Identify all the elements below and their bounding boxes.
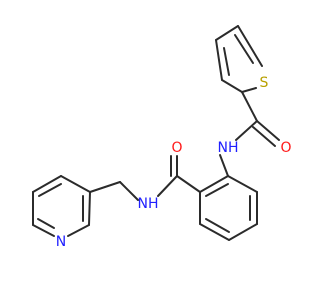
bond-chain	[157, 175, 178, 197]
bond-benzene-inner	[205, 218, 230, 233]
bond-chain	[119, 181, 139, 201]
carbonyl-oxygen-upper: O	[280, 140, 291, 156]
pyridine-nitrogen: N	[56, 234, 66, 250]
bond-thiophene-inner	[223, 47, 230, 76]
bond-pyridine	[67, 224, 90, 237]
bond-thiophene	[215, 39, 223, 81]
bond-thiophene	[241, 87, 257, 93]
bond-thiophene	[237, 25, 263, 67]
bond-pyridine	[32, 224, 55, 237]
bond-thiophene-inner	[234, 34, 254, 64]
bond-benzene-inner	[205, 183, 229, 197]
bond-pyridine	[32, 175, 62, 193]
sulfur-atom: S	[260, 75, 269, 91]
amide-nh-atom-upper: NH	[218, 140, 239, 156]
bond-carbonyl	[256, 120, 280, 141]
amide-nh-atom-lower: NH	[138, 196, 159, 212]
bond-benzene	[199, 175, 229, 193]
bond-benzene	[228, 223, 258, 241]
molecule-diagram: S NH O O NH N	[32, 25, 292, 250]
bond-pyridine-inner	[37, 218, 55, 229]
bond-thiophene	[221, 79, 243, 93]
bond-thiophene	[215, 25, 239, 41]
structure-canvas: S NH O O NH N	[32, 25, 292, 250]
bond-pyridine-inner	[38, 183, 62, 197]
bond-chain	[241, 91, 258, 122]
bond-chain	[235, 120, 258, 141]
bond-pyridine	[88, 191, 91, 226]
bond-carbonyl-inner	[252, 126, 276, 147]
atom-label-layer: S NH O O NH N	[56, 75, 292, 250]
bond-chain	[176, 175, 201, 193]
bond-layer	[32, 25, 280, 241]
bond-benzene	[199, 223, 230, 241]
bond-pyridine	[60, 175, 91, 193]
bond-chain	[219, 154, 229, 177]
bond-benzene	[227, 175, 258, 193]
carbonyl-oxygen-left: O	[171, 140, 182, 156]
bond-chain	[89, 181, 121, 193]
